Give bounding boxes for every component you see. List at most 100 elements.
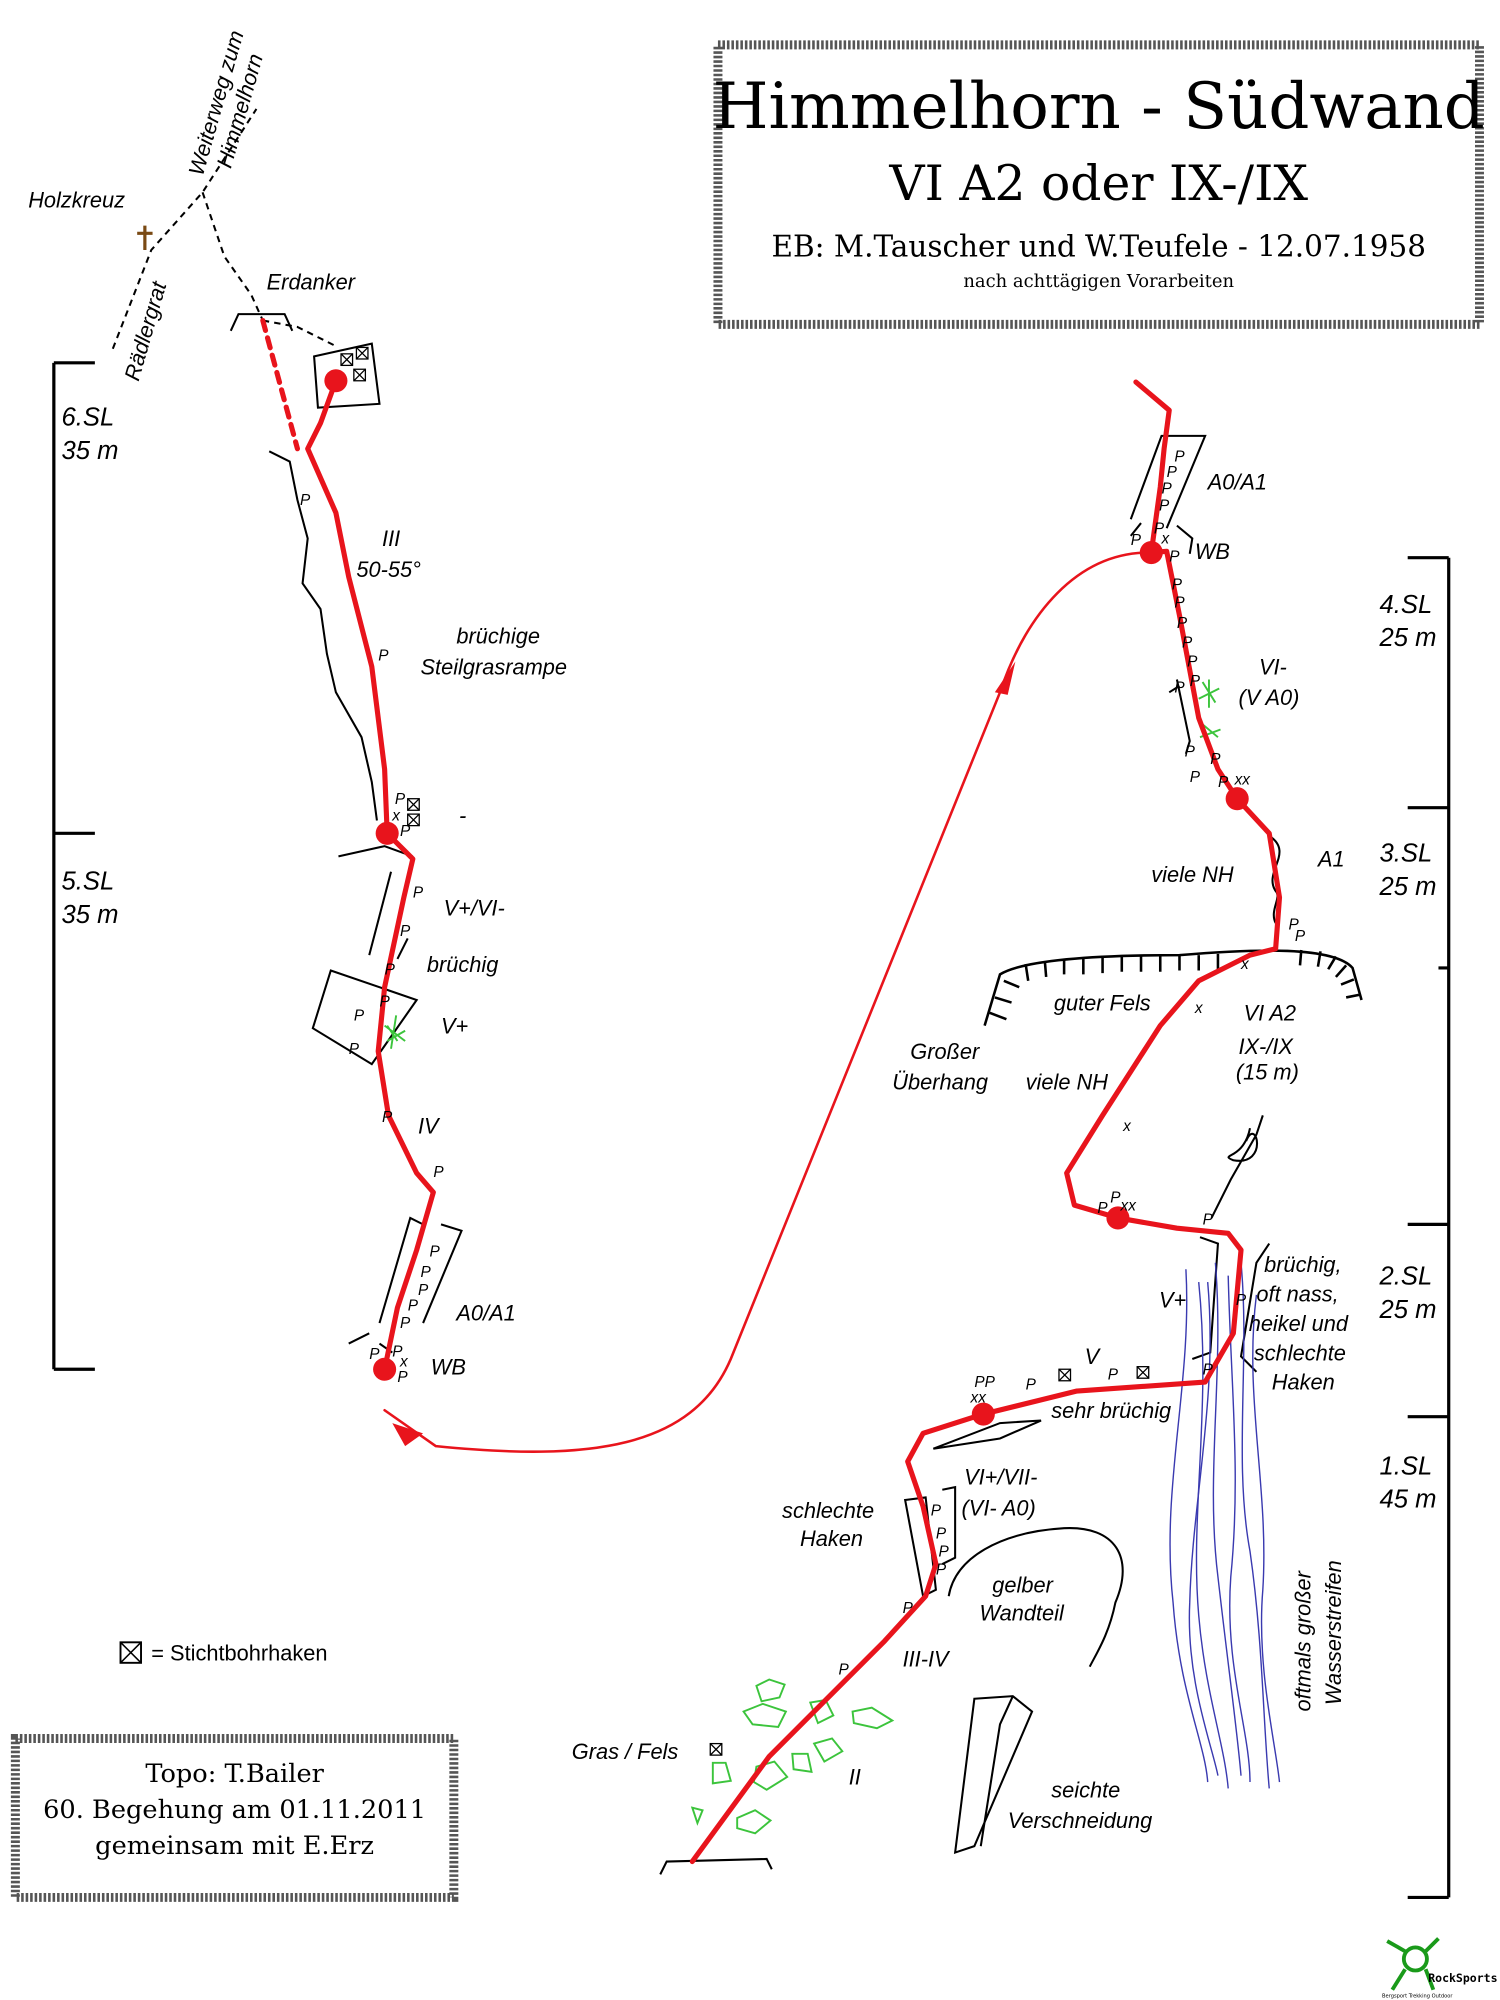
first-ascent-note: nach achttägigen Vorarbeiten xyxy=(963,271,1234,292)
pitch-6-name: 6.SL xyxy=(62,404,115,432)
route-mark: P xyxy=(1131,532,1142,549)
route-mark: P xyxy=(931,1502,942,1519)
first-ascent: EB: M.Tauscher und W.Teufele - 12.07.195… xyxy=(771,229,1426,263)
label-viele-nh-1: viele NH xyxy=(1151,862,1234,887)
route-mark: P xyxy=(1174,679,1185,696)
label-dash: - xyxy=(459,803,466,828)
label-seichte: seichte xyxy=(1051,1777,1120,1802)
summit-descent-paths xyxy=(111,108,337,350)
route-mark: P xyxy=(421,1264,432,1281)
pitch-1-name: 1.SL xyxy=(1379,1452,1432,1480)
label-v-a0: (V A0) xyxy=(1238,685,1299,710)
route-mark: P xyxy=(938,1543,949,1560)
route-mark: P xyxy=(369,1346,380,1363)
label-wasser-1: oftmals großer xyxy=(1290,1570,1315,1711)
label-wb-left: WB xyxy=(431,1354,466,1379)
label-guter-fels: guter Fels xyxy=(1054,990,1151,1015)
route-mark: x xyxy=(399,1354,409,1371)
route-mark: P xyxy=(413,884,424,901)
route-mark: P xyxy=(1190,673,1201,690)
route-mark: P xyxy=(1203,1361,1214,1378)
route-mark: P xyxy=(392,1343,403,1360)
label-vi-a0: (VI- A0) xyxy=(962,1495,1036,1520)
route-mark: x xyxy=(1161,531,1171,548)
label-schlechte: schlechte xyxy=(782,1498,874,1523)
label-iii: III xyxy=(382,526,400,551)
label-raedlergrat: Rädlergrat xyxy=(119,278,171,384)
label-a0a1-right: A0/A1 xyxy=(1206,470,1267,495)
pitch-2-name: 2.SL xyxy=(1378,1263,1432,1291)
label-a1: A1 xyxy=(1316,847,1345,872)
label-holzkreuz: Holzkreuz xyxy=(28,188,125,213)
route-mark: x xyxy=(391,808,401,825)
route-mark: P xyxy=(1108,1366,1119,1383)
title-main: Himmelhorn - Südwand xyxy=(713,70,1485,144)
label-v: V xyxy=(1085,1344,1102,1369)
label-iv: IV xyxy=(418,1113,441,1138)
label-a0a1-left: A0/A1 xyxy=(454,1301,515,1326)
route-mark: P xyxy=(936,1561,947,1578)
route-mark: P xyxy=(1110,1190,1121,1207)
route-mark: P xyxy=(354,1008,365,1025)
route-line xyxy=(260,317,1283,1865)
piton-marks: P P P x P P P P P P P P P P P P P P P P … xyxy=(300,449,1306,1679)
label-v-plus-left: V+ xyxy=(441,1013,468,1038)
pitch-3-length: 25 m xyxy=(1378,873,1436,901)
label-vi-minus: VI- xyxy=(1259,654,1287,679)
pitch-2-length: 25 m xyxy=(1378,1296,1436,1324)
label-verschneidung: Verschneidung xyxy=(1008,1808,1153,1833)
route-mark: P xyxy=(400,823,411,840)
route-mark: P xyxy=(1182,634,1193,651)
route-mark: xx xyxy=(970,1390,988,1407)
route-mark: P xyxy=(1203,1211,1214,1228)
route-mark: P xyxy=(1218,774,1229,791)
route-mark: P xyxy=(400,1315,411,1332)
label-bruechig: brüchig xyxy=(427,952,498,977)
pitch-4-length: 25 m xyxy=(1378,624,1436,652)
route-mark: P xyxy=(1210,751,1221,768)
label-grosser: Großer xyxy=(910,1039,980,1064)
route-mark: P xyxy=(1174,449,1185,466)
legend: = Stichtbohrhaken xyxy=(119,1640,327,1665)
label-erdanker: Erdanker xyxy=(267,270,356,295)
label-gelber: gelber xyxy=(992,1572,1053,1597)
label-ii: II xyxy=(849,1765,861,1790)
route-labels: III 50-55° brüchige Steilgrasrampe - V+/… xyxy=(356,470,1348,1833)
title-grade: VI A2 oder IX-/IX xyxy=(888,156,1308,212)
label-bruechig-oft: brüchig, xyxy=(1264,1252,1342,1277)
route-mark: P xyxy=(1169,549,1180,566)
label-wb-right: WB xyxy=(1195,539,1230,564)
label-vi-vii: VI+/VII- xyxy=(964,1465,1037,1490)
route-mark: P xyxy=(1026,1377,1037,1394)
label-haken-r: Haken xyxy=(1272,1370,1335,1395)
credits-line3: gemeinsam mit E.Erz xyxy=(95,1831,374,1861)
pitch-5-length: 35 m xyxy=(62,901,119,929)
pitch-4-name: 4.SL xyxy=(1379,591,1432,619)
route-mark: P xyxy=(1190,769,1201,786)
route-mark: P xyxy=(1172,577,1183,594)
label-steilgrasrampe: Steilgrasrampe xyxy=(421,654,567,679)
route-mark: P xyxy=(1162,481,1173,498)
route-mark: xx xyxy=(1120,1197,1138,1214)
grass-patches xyxy=(384,679,1221,1835)
label-vi-a2: VI A2 xyxy=(1244,1001,1296,1026)
label-iii-iv: III-IV xyxy=(903,1647,951,1672)
label-haken: Haken xyxy=(800,1526,863,1551)
legend-text: = Stichtbohrhaken xyxy=(151,1640,327,1665)
route-mark: P xyxy=(903,1600,914,1617)
route-mark: P xyxy=(378,647,389,664)
label-bruechige: brüchige xyxy=(456,624,540,649)
label-ueberhang: Überhang xyxy=(892,1070,988,1095)
pitch-6-length: 35 m xyxy=(62,437,119,465)
cross-icon xyxy=(137,225,153,251)
route-mark: P xyxy=(1097,1200,1108,1217)
route-mark: P xyxy=(838,1661,849,1678)
rocksports-logo: RockSports Bergsport Trekking Outdoor xyxy=(1382,1937,1498,1999)
route-mark: P xyxy=(397,1369,408,1386)
credits-line1: Topo: T.Bailer xyxy=(145,1759,324,1789)
route-mark: P xyxy=(429,1243,440,1260)
label-sehr-bruechig: sehr brüchig xyxy=(1051,1398,1171,1423)
route-mark: P xyxy=(418,1282,429,1299)
label-angle: 50-55° xyxy=(356,557,421,582)
